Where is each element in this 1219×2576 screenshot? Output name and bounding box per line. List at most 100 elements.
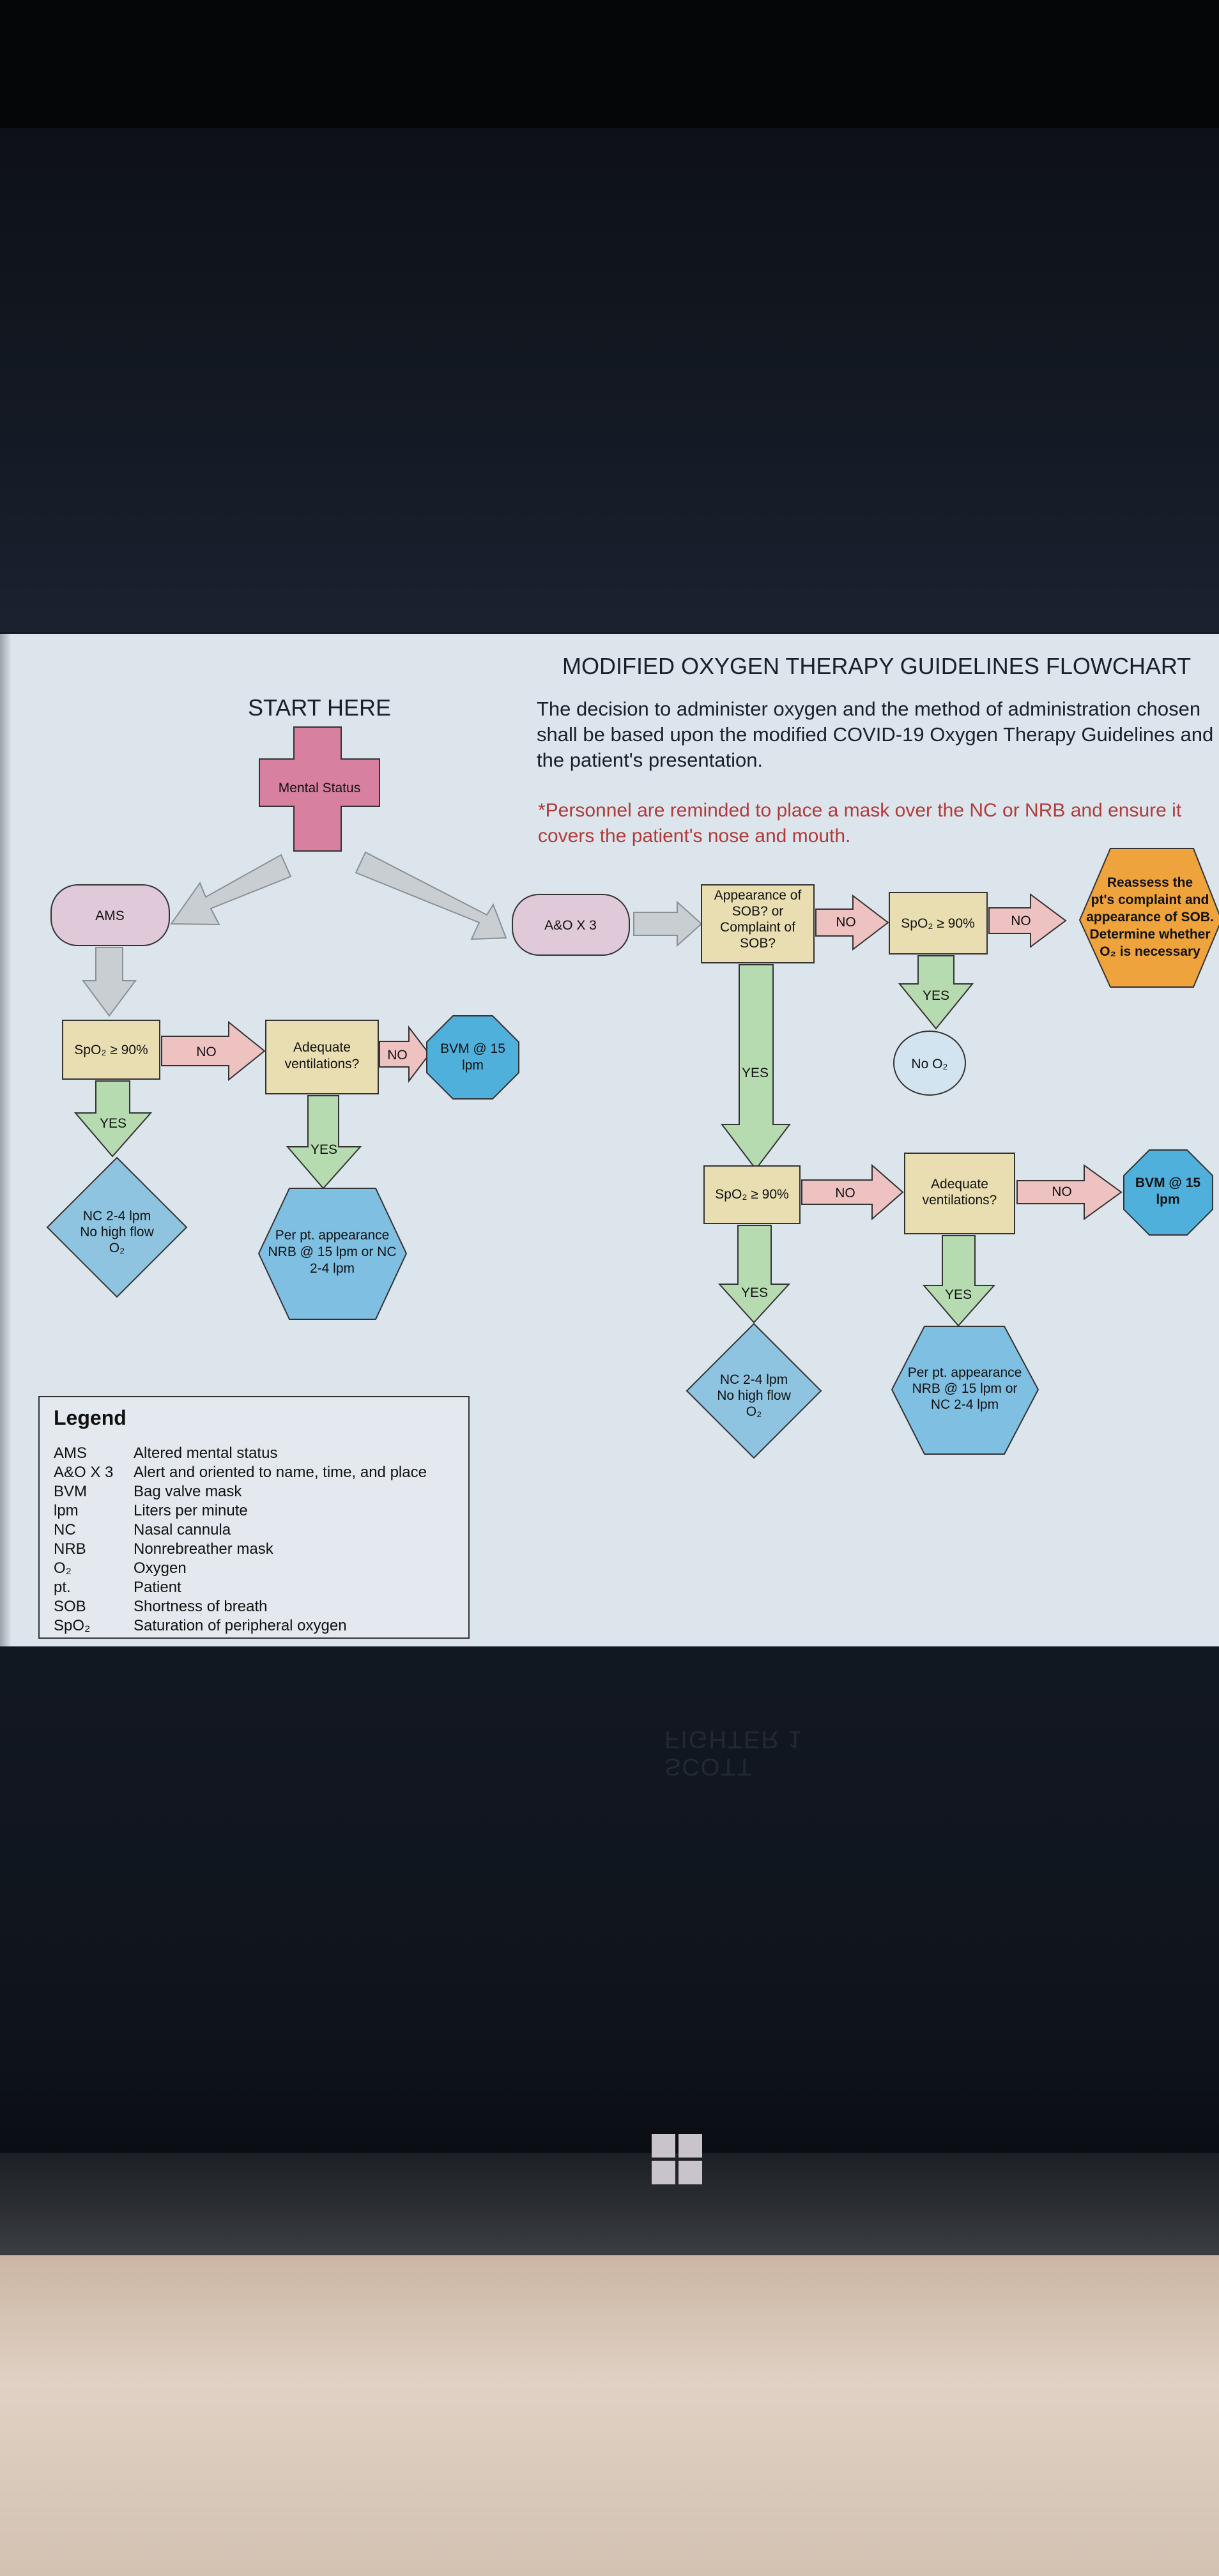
left-yes-arrow-1 <box>73 1080 153 1158</box>
right-adequate-label-1: Adequate <box>931 1177 988 1192</box>
left-adequate-label-2: ventilations? <box>285 1057 360 1071</box>
right-nc-label-1: NC 2-4 lpm <box>720 1372 788 1387</box>
right-yes-arrow-long <box>720 964 792 1170</box>
legend-row: SOB Shortness of breath <box>54 1597 454 1616</box>
right-nc-label-2: No high flow <box>717 1388 791 1403</box>
desk-surface <box>0 2255 1219 2576</box>
sob-label-3: Complaint of <box>720 920 795 935</box>
right-spo2-bottom-decision <box>703 1165 801 1224</box>
legend-row: A&O X 3 Alert and oriented to name, time… <box>54 1463 454 1482</box>
right-nc-diamond <box>686 1322 822 1459</box>
arrow-ams-to-spo2 <box>82 947 137 1017</box>
photo-background-top <box>0 0 1219 128</box>
mental-status-node <box>259 726 380 852</box>
left-adequate-decision <box>265 1020 379 1094</box>
left-no-arrow-2 <box>379 1025 431 1083</box>
right-yes-label-long: YES <box>742 1066 769 1080</box>
right-yes-arrow-3 <box>717 1225 791 1324</box>
legend-row: NRB Nonrebreather mask <box>54 1540 454 1559</box>
legend-row: SpO₂ Saturation of peripheral oxygen <box>54 1616 454 1636</box>
right-no-arrow-2 <box>988 893 1067 948</box>
arrow-to-ams <box>170 854 292 926</box>
left-yes-arrow-2 <box>286 1095 362 1190</box>
arrow-to-aox3 <box>355 851 507 940</box>
screen-edge-shadow <box>0 634 12 1646</box>
legend-meaning: Nasal cannula <box>134 1521 231 1538</box>
right-perpt-hexagon <box>891 1326 1039 1455</box>
legend-abbr: lpm <box>54 1502 79 1519</box>
flowchart-title: MODIFIED OXYGEN THERAPY GUIDELINES FLOWC… <box>562 653 1191 679</box>
windows-logo-icon <box>652 2134 703 2185</box>
right-yes-arrow-top <box>898 955 974 1030</box>
arrow-aox3-to-sob <box>633 900 703 947</box>
right-spo2-top-decision <box>889 892 988 954</box>
mental-status-label: Mental Status <box>279 781 360 795</box>
monitor-bezel-bottom <box>0 1646 1219 2189</box>
left-spo2-decision <box>62 1020 160 1080</box>
legend-box: Legend AMS Altered mental status A&O X 3… <box>38 1396 470 1639</box>
left-no-label-2: NO <box>387 1048 408 1062</box>
left-nc-label-1: NC 2-4 lpm <box>83 1209 151 1223</box>
reassess-label-4: Determine whether <box>1089 927 1210 942</box>
intro-line-3: the patient's presentation. <box>537 749 763 771</box>
aox3-node <box>512 894 630 956</box>
right-adequate-decision <box>904 1153 1015 1234</box>
legend-meaning: Oxygen <box>134 1560 187 1577</box>
right-bvm-label-1: BVM @ 15 <box>1135 1176 1200 1190</box>
legend-abbr: NRB <box>54 1540 86 1558</box>
right-nc-label-3: O₂ <box>746 1404 762 1419</box>
left-no-arrow-1 <box>161 1020 266 1082</box>
intro-line-1: The decision to administer oxygen and th… <box>537 698 1200 720</box>
legend-meaning: Liters per minute <box>134 1502 248 1519</box>
left-nc-label-3: O₂ <box>109 1241 125 1255</box>
legend-abbr: AMS <box>54 1445 88 1462</box>
left-nc-label-2: No high flow <box>80 1225 154 1239</box>
sob-label-1: Appearance of <box>714 888 802 903</box>
mask-note-line-1: *Personnel are reminded to place a mask … <box>538 800 1182 821</box>
legend-row: BVM Bag valve mask <box>54 1482 454 1501</box>
legend-abbr: SOB <box>54 1598 86 1615</box>
left-perpt-label-1: Per pt. appearance <box>275 1228 390 1243</box>
left-perpt-hexagon <box>257 1188 408 1320</box>
left-perpt-label-2: NRB @ 15 lpm or NC <box>268 1245 396 1259</box>
legend-row: pt. Patient <box>54 1578 454 1597</box>
legend-abbr: BVM <box>54 1483 88 1500</box>
legend-abbr: O₂ <box>54 1560 72 1577</box>
start-here-label: START HERE <box>248 694 391 721</box>
monitor-bezel-top <box>0 128 1219 632</box>
laptop-base <box>0 2153 1219 2255</box>
legend-row: NC Nasal cannula <box>54 1521 454 1540</box>
right-yes-label-4: YES <box>945 1287 972 1302</box>
legend-list: AMS Altered mental status A&O X 3 Alert … <box>54 1444 454 1636</box>
right-bvm-octagon <box>1123 1149 1213 1236</box>
sob-decision <box>701 884 815 963</box>
left-yes-label-1: YES <box>100 1116 126 1131</box>
ams-node <box>50 884 170 946</box>
left-bvm-octagon <box>426 1015 519 1100</box>
legend-meaning: Bag valve mask <box>134 1483 242 1500</box>
left-perpt-label-3: 2-4 lpm <box>310 1261 355 1276</box>
aox3-label: A&O X 3 <box>544 918 597 933</box>
right-no-arrow-4 <box>1016 1164 1123 1220</box>
legend-row: lpm Liters per minute <box>54 1501 454 1521</box>
right-no-label-4: NO <box>1052 1184 1072 1199</box>
right-yes-label-top: YES <box>923 988 949 1003</box>
intro-line-2: shall be based upon the modified COVID-1… <box>537 723 1213 746</box>
reassess-label-2: pt's complaint and <box>1091 893 1209 907</box>
legend-title: Legend <box>54 1406 126 1429</box>
legend-meaning: Saturation of peripheral oxygen <box>134 1617 347 1634</box>
legend-meaning: Shortness of breath <box>134 1598 268 1615</box>
legend-meaning: Alert and oriented to name, time, and pl… <box>134 1464 427 1481</box>
legend-meaning: Patient <box>134 1579 181 1596</box>
legend-meaning: Nonrebreather mask <box>134 1540 273 1558</box>
left-no-label-1: NO <box>196 1045 217 1059</box>
no-o2-node <box>893 1031 966 1096</box>
right-no-arrow-1 <box>815 894 889 951</box>
left-adequate-label-1: Adequate <box>293 1040 351 1055</box>
right-spo2-top-label: SpO₂ ≥ 90% <box>901 916 974 931</box>
right-bvm-label-2: lpm <box>1156 1192 1179 1207</box>
reassess-label-3: appearance of SOB. <box>1086 910 1214 924</box>
no-o2-label: No O₂ <box>911 1057 947 1071</box>
right-spo2-bottom-label: SpO₂ ≥ 90% <box>715 1187 788 1202</box>
